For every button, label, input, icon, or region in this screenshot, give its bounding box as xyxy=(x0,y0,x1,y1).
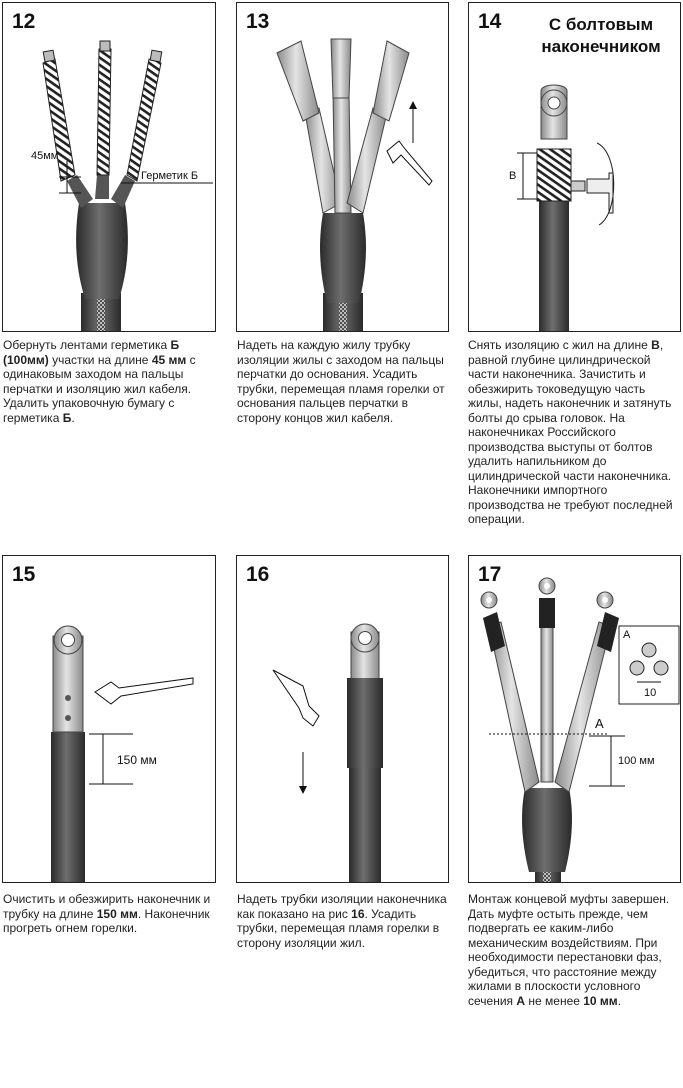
step-number: 12 xyxy=(12,10,36,33)
rotation-arrow xyxy=(596,142,615,226)
tape-core xyxy=(42,58,76,182)
cable-core xyxy=(51,732,85,882)
insulation-tube xyxy=(276,40,320,122)
panel-13: 13 xyxy=(236,2,449,332)
glove-finger xyxy=(95,175,109,199)
illustration-13 xyxy=(276,38,433,331)
dim-label: 45мм xyxy=(31,150,58,162)
glove-finger xyxy=(67,175,93,208)
step-number: 13 xyxy=(246,10,270,33)
illustration-17: А 100 мм А 10 xyxy=(480,577,680,882)
caption-14: Снять изоляцию с жил на длине В, равной … xyxy=(468,338,673,526)
glove-body xyxy=(320,213,366,303)
cable-braid xyxy=(339,299,347,331)
bolt xyxy=(570,180,586,192)
section-label: А xyxy=(595,716,604,731)
caption-17: Монтаж концевой муфты завершен. Дать муф… xyxy=(468,892,670,1008)
dim-label: 150 мм xyxy=(117,753,157,767)
sealant-label: Герметик Б xyxy=(141,170,198,182)
dim-label: В xyxy=(509,170,516,182)
caption-13: Надеть на каждую жилу трубку изоляции жи… xyxy=(237,338,445,425)
caption-16: Надеть трубки изоляции наконечника как п… xyxy=(237,892,447,950)
caption-12: Обернуть лентами герметика Б (100мм) уча… xyxy=(3,338,196,425)
illustration-15: 150 мм xyxy=(51,625,194,882)
exposed-conductor xyxy=(536,148,572,202)
lug-tube xyxy=(597,612,619,652)
conductor xyxy=(99,40,111,52)
panel-14: В 14 С болтовым наконечником xyxy=(468,2,681,332)
insulation-tube xyxy=(332,92,352,214)
step-number: 15 xyxy=(12,563,36,586)
torch-icon xyxy=(94,677,194,705)
caption-15: Очистить и обезжирить наконечник и трубк… xyxy=(3,892,211,935)
section-inset xyxy=(618,625,680,705)
torch-icon xyxy=(386,140,433,186)
tape-core xyxy=(126,58,162,182)
inset-label: А xyxy=(623,629,631,641)
dim-label: 100 мм xyxy=(618,755,655,767)
wrench-icon xyxy=(586,172,614,214)
step-number: 14 xyxy=(478,10,502,33)
step-number: 16 xyxy=(246,563,270,586)
lug-tube xyxy=(347,678,383,768)
insulation-tube xyxy=(372,40,410,122)
lug-tube xyxy=(483,612,505,652)
panel-15: 150 мм 15 xyxy=(2,555,216,883)
insulation-tube xyxy=(330,38,352,99)
glove-body xyxy=(522,788,572,872)
inset-dim-label: 10 xyxy=(644,687,656,699)
cable-core xyxy=(539,199,569,331)
cable-core xyxy=(349,752,381,882)
tape-core xyxy=(96,48,112,176)
panel-17: А 100 мм А 10 17 xyxy=(468,555,681,883)
phase-tube xyxy=(488,621,540,793)
illustration-14: В xyxy=(509,84,615,331)
step-number: 17 xyxy=(478,563,502,586)
torch-icon xyxy=(272,669,320,727)
insulation-tube xyxy=(346,107,388,214)
illustration-12: 45мм Герметик Б xyxy=(31,40,213,331)
panel-16: 16 xyxy=(236,555,449,883)
cable-braid xyxy=(97,293,105,331)
conductor xyxy=(42,49,56,63)
illustration-16 xyxy=(272,623,383,882)
panel-header: С болтовым наконечником xyxy=(541,15,661,56)
lug-tube xyxy=(539,598,555,628)
conductor xyxy=(149,49,163,63)
glove-body xyxy=(76,203,128,299)
panel-12: 45мм Герметик Б 12 xyxy=(2,2,216,332)
